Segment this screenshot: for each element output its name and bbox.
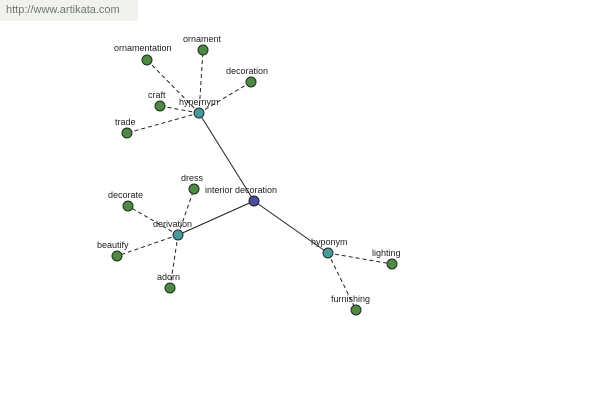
source-url-link[interactable]: http://www.artikata.com <box>0 0 138 21</box>
edge-hyponym-furnishing <box>327 252 357 311</box>
word-node-beautify[interactable] <box>111 250 123 262</box>
word-node-furnishing[interactable] <box>350 304 362 316</box>
edge-derivation-dress <box>177 188 195 236</box>
graph-nodes <box>111 44 398 316</box>
word-node-decoration[interactable] <box>245 76 257 88</box>
word-node-decorate[interactable] <box>122 200 134 212</box>
graph-edges <box>116 49 393 311</box>
graph-labels: ornamentation ornament decoration craft trad… <box>97 34 401 304</box>
relation-label-derivation[interactable]: derivation <box>153 219 192 229</box>
relation-node-hyponym[interactable] <box>322 247 334 259</box>
relation-node-hypernym[interactable] <box>193 107 205 119</box>
word-node-ornament[interactable] <box>197 44 209 56</box>
word-node-adorn[interactable] <box>164 282 176 294</box>
word-node-craft[interactable] <box>154 100 166 112</box>
edge-interior-decoration-hypernym <box>198 112 255 202</box>
root-node-interior-decoration[interactable] <box>248 195 260 207</box>
edge-interior-decoration-derivation <box>177 200 255 236</box>
word-label-ornament[interactable]: ornament <box>183 34 222 44</box>
edge-derivation-decorate <box>127 205 179 236</box>
word-label-lighting[interactable]: lighting <box>372 248 401 258</box>
word-label-decorate[interactable]: decorate <box>108 190 143 200</box>
edge-derivation-beautify <box>116 234 179 257</box>
relation-node-derivation[interactable] <box>172 229 184 241</box>
root-label-interior-decoration[interactable]: interior decoration <box>205 185 277 195</box>
word-label-adorn[interactable]: adorn <box>157 272 180 282</box>
edge-hypernym-trade <box>126 112 200 134</box>
edge-hyponym-lighting <box>327 252 393 265</box>
edge-interior-decoration-hyponym <box>253 200 329 254</box>
word-node-dress[interactable] <box>188 183 200 195</box>
word-label-furnishing[interactable]: furnishing <box>331 294 370 304</box>
word-label-craft[interactable]: craft <box>148 90 166 100</box>
relation-label-hypernym[interactable]: hypernym <box>179 97 219 107</box>
edge-hypernym-ornament <box>198 49 204 114</box>
relation-label-hyponym[interactable]: hyponym <box>311 237 348 247</box>
word-node-trade[interactable] <box>121 127 133 139</box>
word-label-beautify[interactable]: beautify <box>97 240 129 250</box>
word-label-ornamentation[interactable]: ornamentation <box>114 43 172 53</box>
word-node-ornamentation[interactable] <box>141 54 153 66</box>
edge-hypernym-ornamentation <box>146 59 200 114</box>
word-label-dress[interactable]: dress <box>181 173 204 183</box>
word-label-decoration[interactable]: decoration <box>226 66 268 76</box>
word-node-lighting[interactable] <box>386 258 398 270</box>
edge-derivation-adorn <box>169 234 179 289</box>
edge-hypernym-decoration <box>198 81 252 114</box>
word-label-trade[interactable]: trade <box>115 117 136 127</box>
